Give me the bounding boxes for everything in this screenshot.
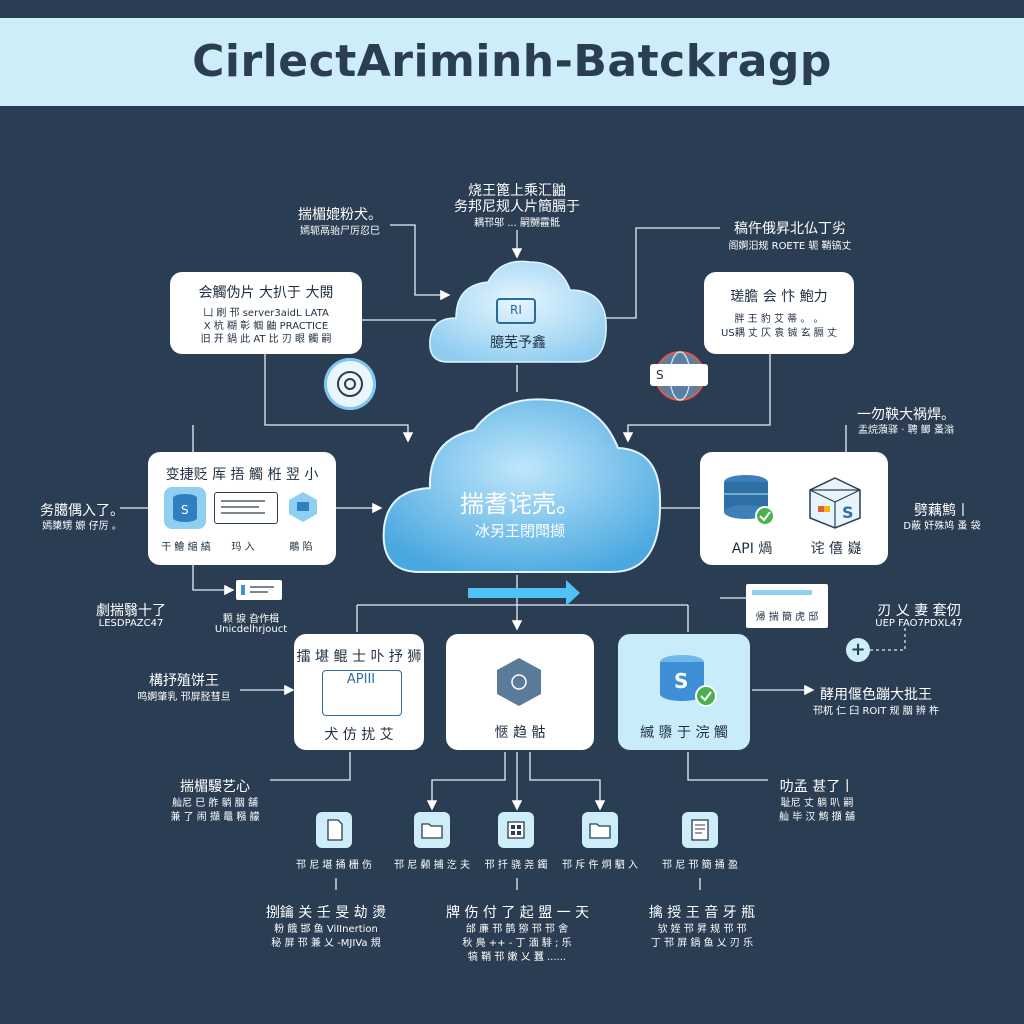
hexagon-chip-icon [494,656,544,708]
center-cloud-subtitle: 冰另王閉閗撷 [474,522,565,540]
note-top-left-sub: 嫣轭鬲骀尸厉忍巳 [300,226,380,237]
small-card-left [236,580,282,600]
note-right-lower2-sub: 邗杌 仁 臼 ROIT 规 胭 辨 杵 [812,706,940,717]
leaf-label-5: 邗 尼 邗 簡 捅 盈 [662,860,738,871]
mid-left-title: 变捷贬 厍 捂 觸 栣 翌 小 [165,467,319,483]
center-cloud-shape [382,398,662,573]
bottom-note-center-3: 秋 鳧 ++ - 丁 湎 騑 ; 乐 [462,938,572,949]
note-left-lower-sub: LESDPAZC47 [98,618,164,629]
api-card-label: APIII [346,672,376,687]
bottom-center-caption: 愜 趋 骷 [494,725,546,741]
bottom-note-left-1: 捌鑰 关 壬 旻 劫 燙 [265,905,387,921]
top-cloud-shape [429,260,607,363]
note-left-lower2-title: 構抒殖饼王 [149,673,219,689]
bottom-right-caption: 縅 隳 于 浣 觸 [640,725,728,741]
server-icon [214,492,278,524]
database-icon: S [656,652,718,712]
upper-left-line2: 凵 刷 邗 server3aidL LATA [203,308,329,319]
bottom-note-left-3: 秘 屏 邗 兼 乂 -MJIVa 規 [271,938,381,949]
note-right-mid-sub: D蔽 奸殊鸠 蚤 袋 [903,521,981,532]
bottom-note-center-1: 牌 伤 付 了 起 盟 一 天 [446,905,590,921]
note-left-bottom-1: 揣楣騴艺心 [180,779,250,795]
globe-tag: S [650,364,708,386]
svg-text:S: S [674,669,688,693]
upper-left-line3: Ⅹ 杭 糊 彰 帼 鼬 PRACTICE [203,321,329,332]
api-card [322,670,402,716]
note-left-mid-sub: 嫣橥甥 嫄 仔厉 。 [42,521,122,532]
document-icon[interactable] [682,812,718,848]
leaf-label-1: 邗 尼 堪 捅 栅 伤 [296,860,372,871]
bottom-note-left-2: 粉 餓 邯 鱼 ViIInertion [274,924,378,935]
bottom-left-caption: 犬 仿 扰 艾 [324,727,394,743]
note-left-lower-small-1: 颗 捩 旮作楫 [222,614,280,625]
top-cloud-caption: 臆芜予鑫 [490,335,546,351]
top-note-line1: 烧王篦上乘汇鼬 [468,183,566,199]
upper-left-line4: 旧 开 鍋 此 AT 比 刃 眼 觸 嗣 [200,334,332,345]
center-cloud-title: 揣耆诧壳。 [460,490,580,518]
database-icon: S [164,487,206,529]
top-note-line2: 务邦尼规人片簡膈于 [454,199,580,215]
note-right-lower-title: 刃 乂 妻 套仞 [877,603,961,619]
upper-right-box [704,272,854,354]
small-card-right-label: 帰 揣 簡 虎 邸 [755,612,819,623]
note-right-lower2-title: 酵用偃色蹦大批王 [820,687,932,703]
note-top-right-title: 稿仵俄昇北仏丁劣 [734,221,846,237]
bottom-left-title: 擂 堪 鲲 士 卟 抒 狮 [296,649,422,665]
mid-left-label-2: 玛 入 [231,542,255,553]
note-right-bottom-3: 舢 毕 汉 鹪 擷 舗 [779,812,855,823]
cube-icon: S [806,474,864,530]
note-left-lower-title: 劇揣翳十了 [96,603,166,619]
grid-icon[interactable] [498,812,534,848]
plus-icon[interactable]: + [846,638,870,662]
leaf-label-4: 邗 斥 仵 炯 駟 入 [562,860,638,871]
folder-icon[interactable] [582,812,618,848]
leaf-label-3: 邗 扦 骁 尧 鐲 [484,860,548,871]
svg-text:S: S [181,503,189,517]
bottom-note-right-1: 擒 授 王 音 牙 瓶 [648,905,756,921]
note-top-left-title: 揣楣媲粉犬。 [298,207,382,223]
camera-icon: RI [496,298,536,324]
upper-right-title: 瑳膽 会 忭 鮑力 [730,289,828,305]
mid-left-label-3: 鵰 陷 [289,542,313,553]
svg-text:S: S [842,503,854,522]
mid-right-label-1: API 煱 [731,541,773,557]
folder-icon[interactable] [414,812,450,848]
mid-left-label-1: 干 鱠 縮 縞 [161,542,211,553]
refresh-icon [324,358,376,410]
small-card-right [746,584,828,628]
upper-right-line2: 胖 王 豹 艾 蒂 。 。 [734,314,824,325]
note-right-bottom-2: 耻尼 丈 躺 叭 嗣 [780,798,854,809]
mid-right-label-2: 诧 僖 嶷 [810,541,862,557]
note-mid-right-sub: 盂烷蒗驿 · 聘 鲫 蚤滃 [858,425,954,436]
upper-left-box [170,272,362,354]
flow-arrow-bar [468,588,568,598]
hexagon-icon [286,490,320,524]
note-right-bottom-1: 叻孟 甚了丨 [779,779,855,795]
upper-left-title: 会觸伪片 大扒于 大閱 [198,285,334,301]
file-icon[interactable] [316,812,352,848]
note-mid-right-title: 一勿鞅大祸焊。 [857,407,955,423]
title-banner [0,18,1024,106]
page-title: CirlectAriminh-Batckragp [192,36,832,87]
bottom-note-right-2: 欤 姪 邗 昇 规 邗 邗 [657,924,747,935]
note-left-mid-title: 务臈偶入了。 [40,503,124,519]
bottom-note-right-3: 丁 邗 屏 鍋 鱼 乂 刃 乐 [650,938,754,949]
bottom-note-center-2: 邰 亷 邗 鹊 猕 邗 邗 舍 [465,924,569,935]
note-left-bottom-3: 兼 了 闹 擷 鼂 糨 艨 [170,812,260,823]
note-top-right-sub: 阁婀汨规 ROETE 轭 鞘镐丈 [728,241,852,252]
database-icon [720,472,776,530]
note-left-lower-small-2: Unicdelhrjouct [214,624,288,635]
top-note-line3: 耦邗邬 ... 嗣嬲靃骶 [474,218,560,229]
upper-right-line3: US耦 丈 仄 袁 铖 玄 膈 丈 [721,328,837,339]
note-left-lower2-sub: 鸣婀肇乳 邗屏胫彗旦 [137,692,231,703]
bottom-note-center-4: 犒 鞘 邗 嫩 乂 蠶 ...... [467,952,567,963]
note-right-mid-title: 劈藕鹪丨 [914,503,970,519]
note-right-lower-sub: UEP FAO7PDXL47 [875,618,963,629]
note-left-bottom-2: 舢尼 巳 舴 躺 胭 舗 [172,798,258,809]
leaf-label-2: 邗 尼 颡 捕 汔 夫 [394,860,470,871]
